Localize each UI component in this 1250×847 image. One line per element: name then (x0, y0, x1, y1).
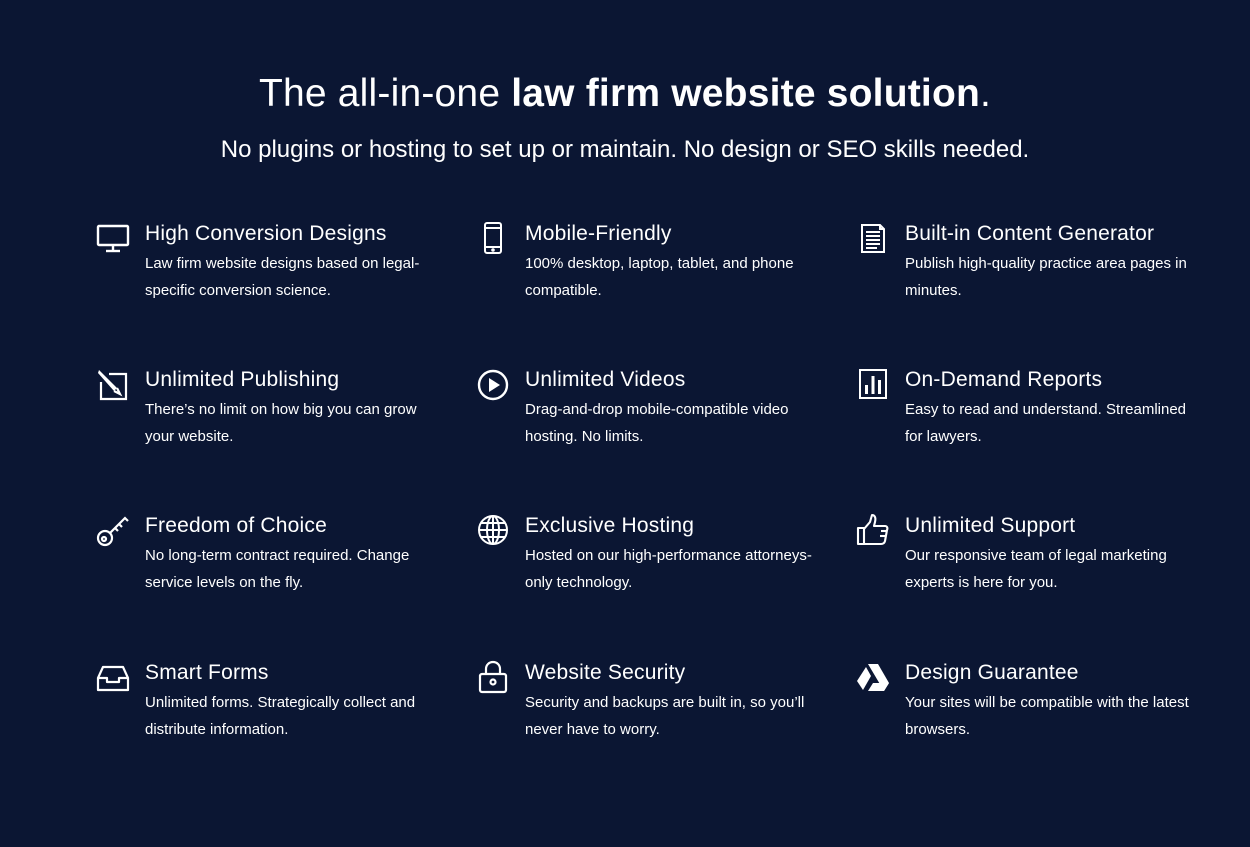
feature-item: Design Guarantee Your sites will be comp… (855, 657, 1195, 803)
feature-title: Mobile-Friendly (525, 222, 672, 245)
feature-item: On-Demand Reports Easy to read and under… (855, 364, 1195, 510)
feature-description: Hosted on our high-performance attorneys… (525, 547, 812, 591)
triangle-drive-icon (855, 659, 891, 695)
monitor-icon (95, 220, 131, 256)
title-prefix: The all-in-one (258, 72, 512, 115)
feature-item: Mobile-Friendly 100% desktop, laptop, ta… (475, 218, 855, 364)
padlock-icon (475, 659, 511, 695)
inbox-tray-icon (95, 659, 131, 695)
thumbs-up-icon (855, 512, 891, 548)
feature-description: Your sites will be compatible with the l… (905, 694, 1189, 738)
feature-item: Exclusive Hosting Hosted on our high-per… (475, 510, 855, 657)
feature-title: Website Security (525, 661, 686, 684)
feature-title: High Conversion Designs (145, 222, 387, 245)
document-icon (855, 220, 891, 256)
feature-description: Security and backups are built in, so yo… (525, 694, 805, 738)
feature-item: Unlimited Videos Drag-and-drop mobile-co… (475, 364, 855, 510)
feature-description: Easy to read and understand. Streamlined… (905, 401, 1187, 445)
feature-item: Website Security Security and backups ar… (475, 657, 855, 803)
feature-title: Unlimited Videos (525, 368, 686, 391)
page-title: The all-in-one law firm website solution… (0, 70, 1250, 118)
feature-description: Law firm website designs based on legal-… (145, 255, 420, 299)
feature-description: 100% desktop, laptop, tablet, and phone … (525, 255, 794, 299)
features-grid: High Conversion Designs Law firm website… (95, 218, 1195, 803)
feature-description: There’s no limit on how big you can grow… (145, 401, 417, 445)
feature-title: Unlimited Publishing (145, 368, 340, 391)
page-subtitle: No plugins or hosting to set up or maint… (220, 136, 1030, 163)
globe-icon (475, 512, 511, 548)
feature-title: On-Demand Reports (905, 368, 1103, 391)
feature-item: Freedom of Choice No long-term contract … (95, 510, 475, 657)
feature-description: Our responsive team of legal marketing e… (905, 547, 1167, 591)
feature-title: Design Guarantee (905, 661, 1079, 684)
bar-chart-icon (855, 366, 891, 402)
play-circle-icon (475, 366, 511, 402)
feature-description: Drag-and-drop mobile-compatible video ho… (525, 401, 789, 445)
feature-item: Unlimited Support Our responsive team of… (855, 510, 1195, 657)
title-suffix: . (979, 72, 992, 115)
feature-description: No long-term contract required. Change s… (145, 547, 410, 591)
feature-item: Smart Forms Unlimited forms. Strategical… (95, 657, 475, 803)
feature-title: Built-in Content Generator (905, 222, 1155, 245)
title-bold: law firm website solution (511, 72, 980, 115)
feature-title: Smart Forms (145, 661, 269, 684)
feature-title: Exclusive Hosting (525, 514, 695, 537)
feature-title: Freedom of Choice (145, 514, 327, 537)
feature-item: High Conversion Designs Law firm website… (95, 218, 475, 364)
feature-item: Unlimited Publishing There’s no limit on… (95, 364, 475, 510)
mobile-phone-icon (475, 220, 511, 256)
feature-item: Built-in Content Generator Publish high-… (855, 218, 1195, 364)
key-icon (95, 512, 131, 548)
pencil-edit-icon (95, 366, 131, 402)
feature-description: Unlimited forms. Strategically collect a… (145, 694, 416, 738)
feature-description: Publish high-quality practice area pages… (905, 255, 1187, 299)
feature-title: Unlimited Support (905, 514, 1076, 537)
